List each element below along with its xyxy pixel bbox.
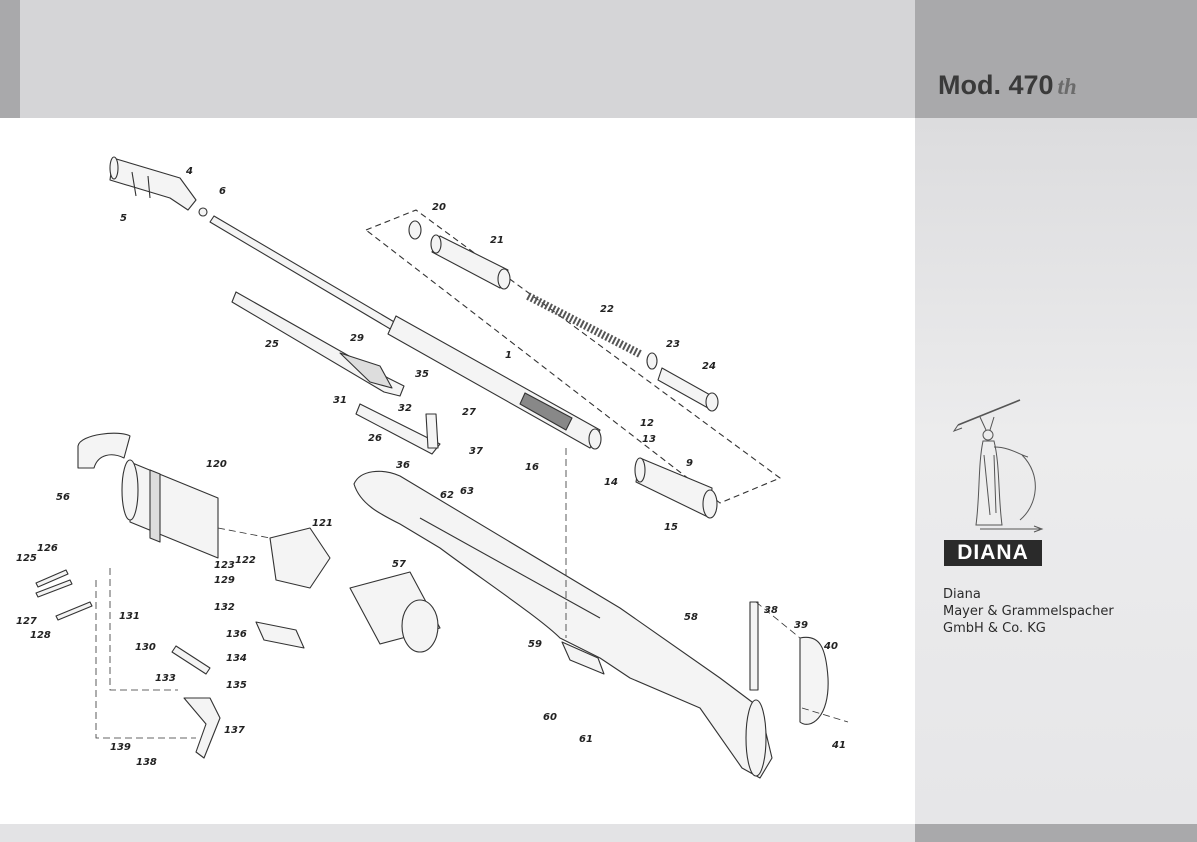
brand-side-panel [915,118,1197,824]
part-label: 5 [120,213,127,224]
company-line-2: Mayer & Grammelspacher [943,604,1114,619]
part-label: 26 [368,433,382,444]
part-label: 60 [543,712,557,723]
part-133-shape [171,645,211,675]
part-label: 15 [664,522,678,533]
part-label: 22 [600,304,614,315]
footer-band [0,824,915,842]
part-label: 138 [136,757,157,768]
part-label: 132 [214,602,235,613]
part-label: 35 [415,369,429,380]
exploded-parts-diagram: 1 4 5 6 9 12 13 14 15 16 20 21 22 23 24 … [16,156,849,779]
part-labels: 1 4 5 6 9 12 13 14 15 16 20 21 22 23 24 … [16,166,846,768]
part-26-shape [355,403,441,455]
part-24-shape [657,367,719,412]
part-56-shape [77,432,131,469]
part-label: 38 [764,605,778,616]
part-label: 63 [460,486,474,497]
header-left-tab [0,0,20,118]
part-label: 16 [525,462,539,473]
header-band [20,0,915,118]
part-21-shape [430,234,511,290]
part-label: 14 [604,477,618,488]
part-label: 122 [235,555,256,566]
part-label: 12 [640,418,654,429]
part-label: 32 [398,403,412,414]
diana-figure-icon [952,399,1044,533]
part-label: 57 [392,559,406,570]
part-label: 24 [702,361,716,372]
part-label: 139 [110,742,131,753]
part-label: 36 [396,460,410,471]
company-line-1: Diana [943,587,981,602]
part-40-shape [799,636,829,725]
part-25-shape [231,291,405,397]
part-23-shape [646,352,658,370]
part-label: 6 [219,186,226,197]
company-line-3: GmbH & Co. KG [943,621,1046,636]
part-label: 131 [119,611,140,622]
part-label: 136 [226,629,247,640]
part-label: 133 [155,673,176,684]
part-6-shape [198,207,208,217]
part-120-shape [121,459,219,559]
part-label: 23 [666,339,680,350]
part-label: 121 [312,518,333,529]
part-22-shape [526,292,642,358]
footer-right-tab [915,824,1197,842]
part-1-shape [209,215,602,450]
part-57-shape [349,571,441,653]
part-label: 40 [823,641,838,652]
part-label: 25 [265,339,279,350]
part-label: 41 [831,740,846,751]
part-label: 134 [226,653,247,664]
part-58-shape [353,470,773,779]
pins-125-128-shape [35,569,93,621]
part-38-shape [749,601,759,691]
part-label: 58 [684,612,698,623]
part-label: 137 [224,725,245,736]
part-label: 4 [185,166,193,177]
part-59-shape [561,641,605,675]
part-label: 129 [214,575,235,586]
part-label: 9 [686,458,693,469]
part-label: 130 [135,642,156,653]
part-label: 135 [226,680,247,691]
part-label: 127 [16,616,37,627]
part-label: 37 [469,446,483,457]
part-label: 123 [214,560,235,571]
part-9-shape [634,457,718,519]
model-suffix: th [1057,74,1077,99]
part-label: 1 [505,350,512,361]
part-label: 29 [350,333,364,344]
part-121-shape [269,527,331,589]
part-137-shape [183,697,221,759]
part-label: 27 [462,407,476,418]
part-label: 13 [642,434,656,445]
diana-logo: DIANA [944,540,1042,566]
model-label: Mod. 470 [938,70,1054,100]
part-label: 61 [579,734,593,745]
part-4-shape [109,156,197,211]
part-label: 128 [30,630,51,641]
part-label: 59 [528,639,542,650]
part-label: 56 [56,492,70,503]
company-address: Diana Mayer & Grammelspacher GmbH & Co. … [943,586,1114,637]
part-20-shape [408,220,422,240]
part-label: 62 [440,490,454,501]
part-label: 120 [206,459,227,470]
part-label: 39 [794,620,808,631]
part-label: 20 [432,202,446,213]
part-label: 31 [333,395,347,406]
header-title-panel [915,0,1197,118]
part-label: 125 [16,553,37,564]
part-label: 126 [37,543,58,554]
part-label: 21 [490,235,504,246]
part-24-lower-shape [255,621,305,649]
